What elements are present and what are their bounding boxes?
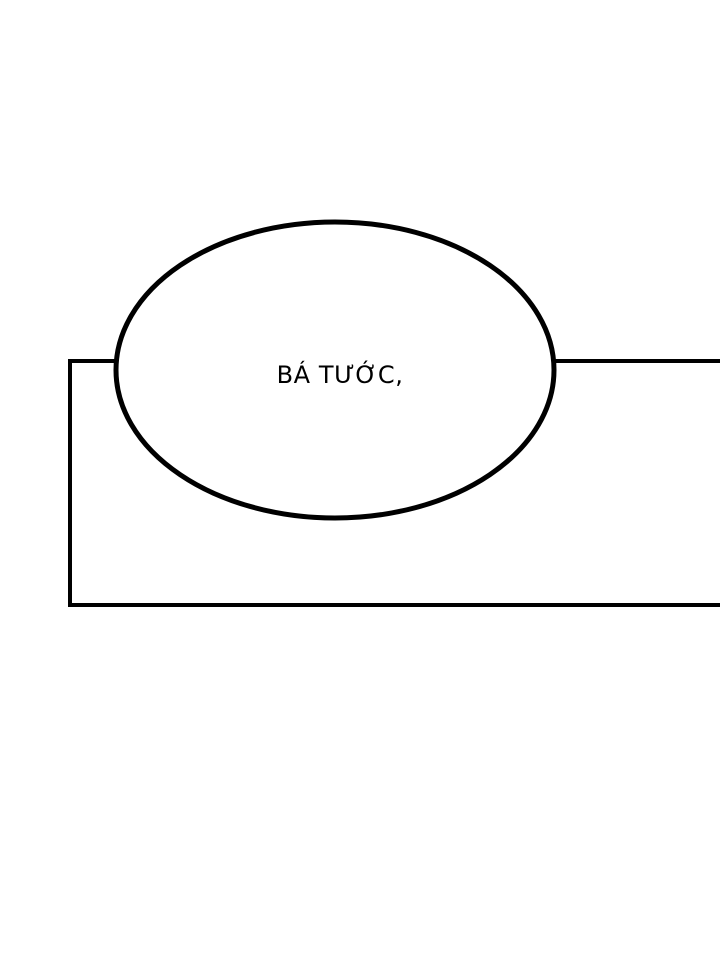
node-label: BÁ TƯỚC, xyxy=(277,359,404,389)
node-ellipse[interactable] xyxy=(113,219,557,521)
